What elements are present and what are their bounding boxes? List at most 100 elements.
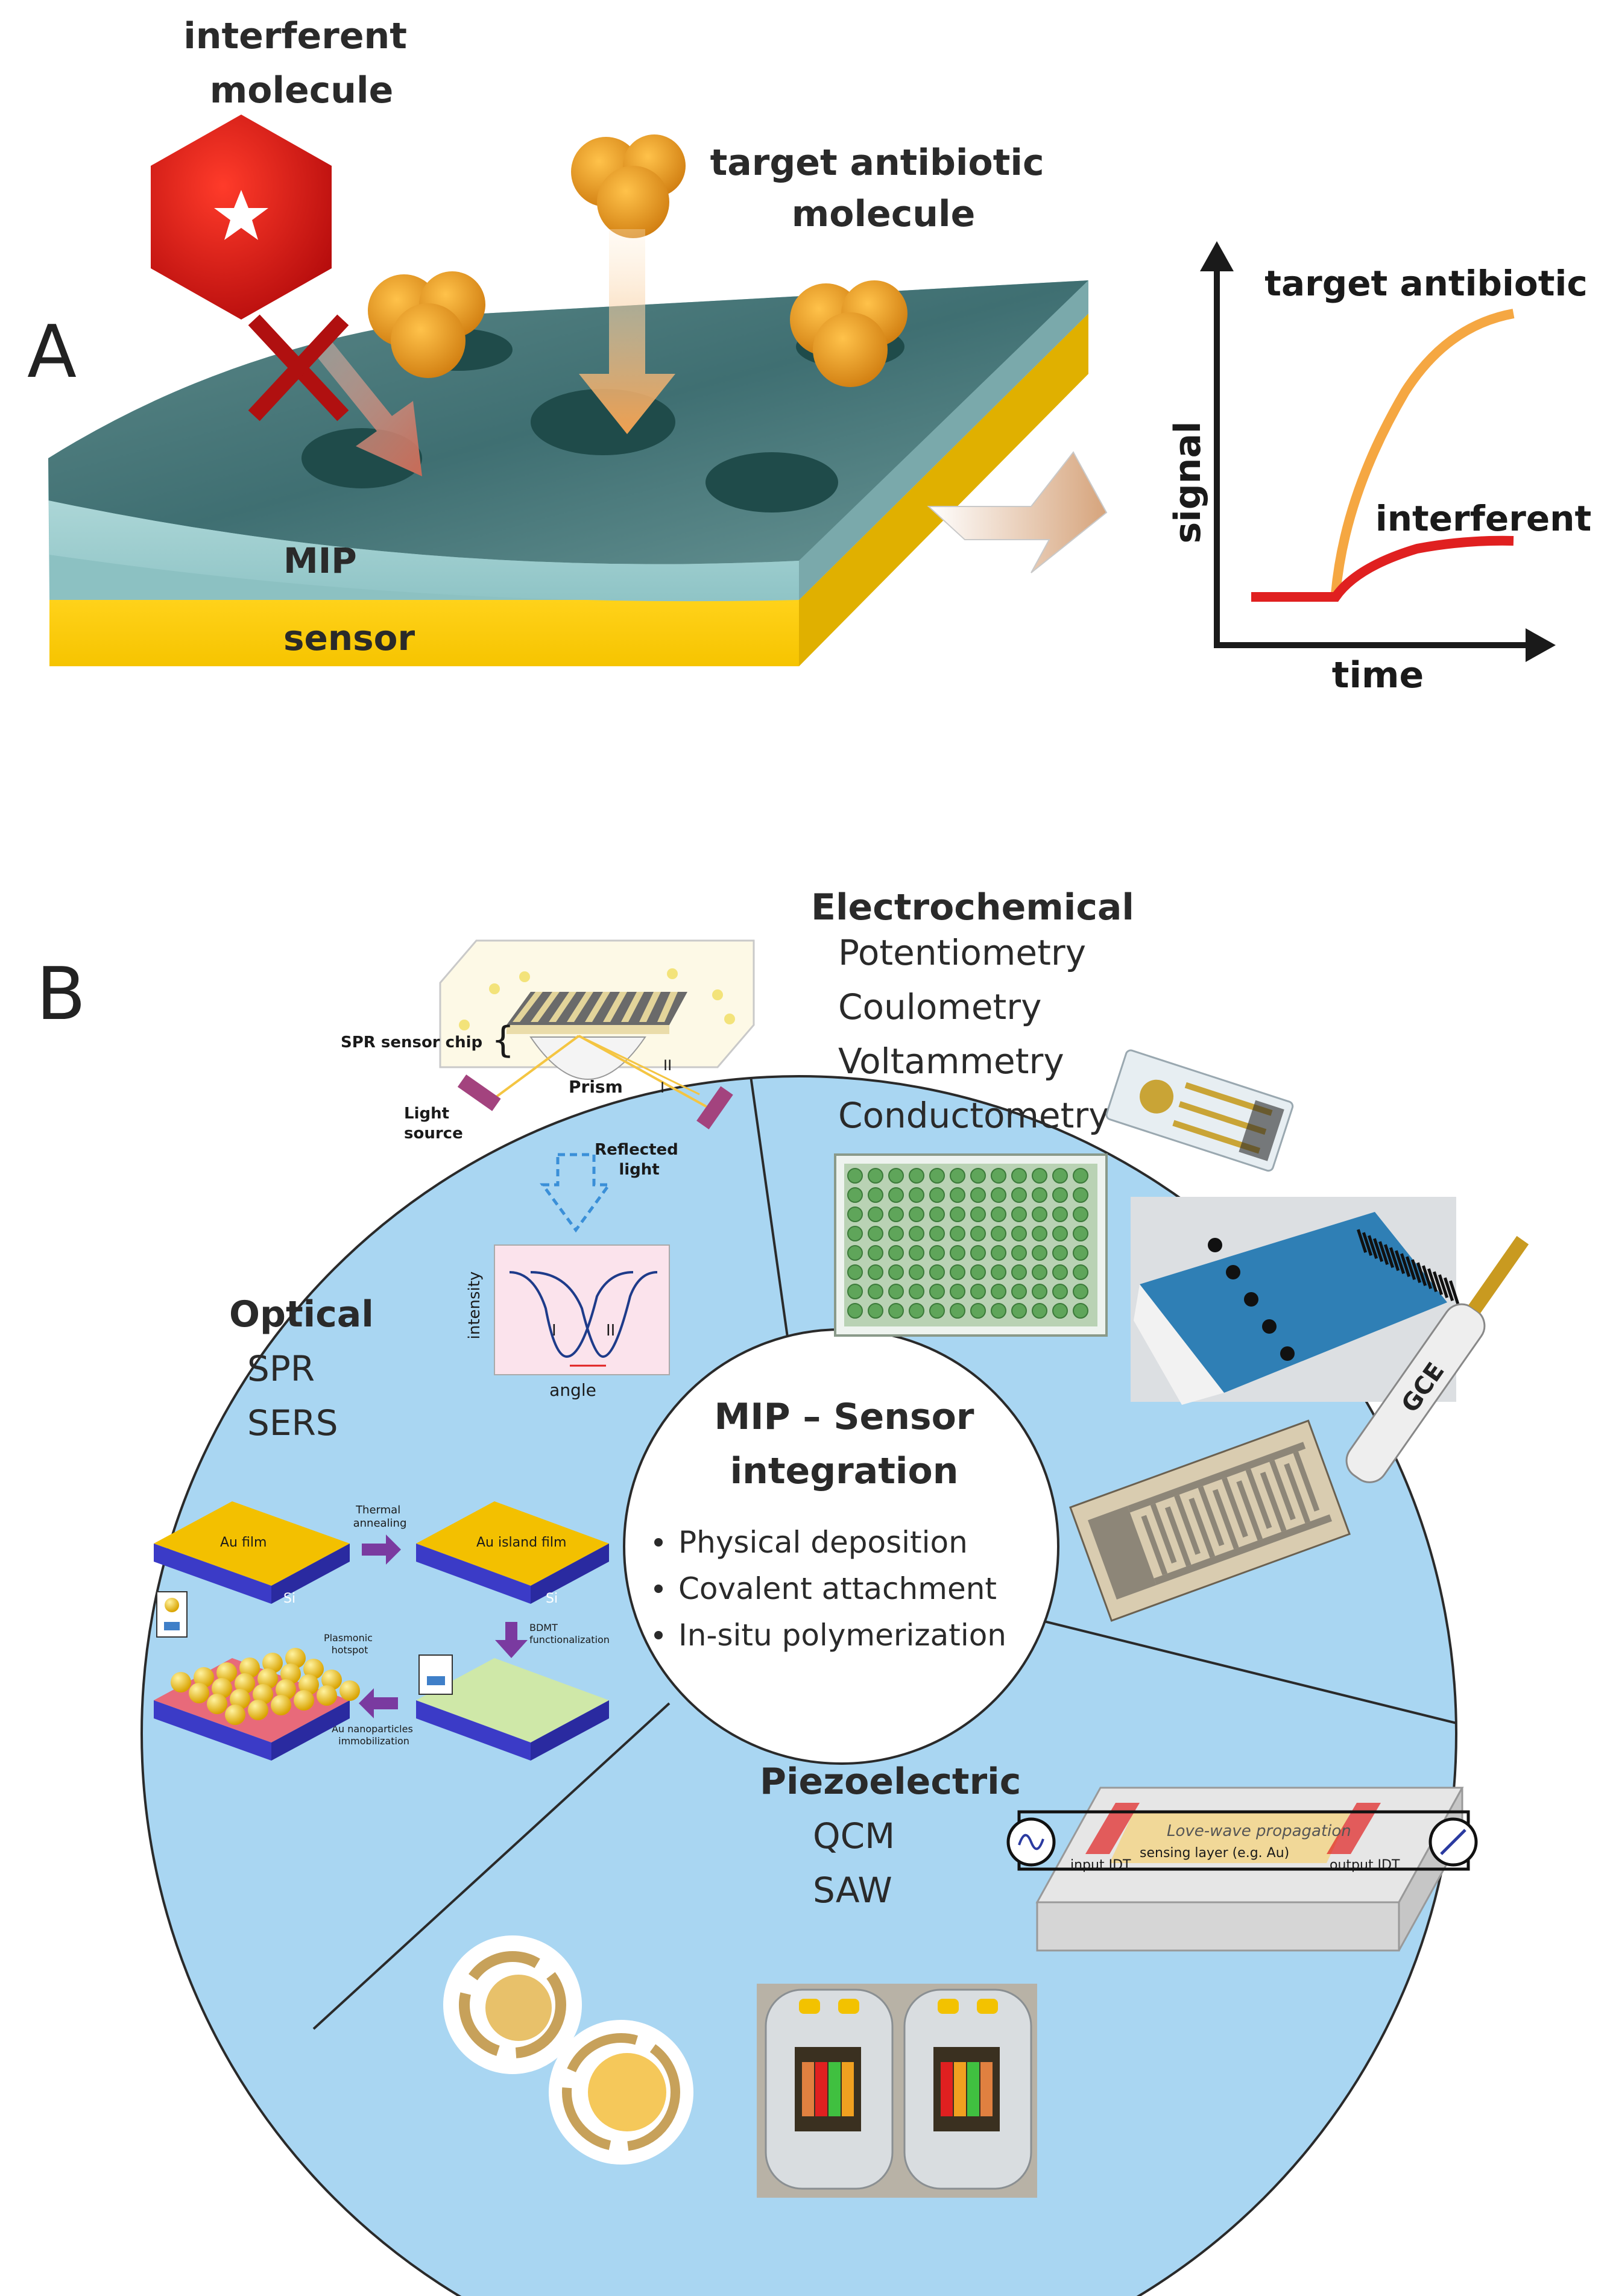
well: [1073, 1206, 1088, 1222]
bullet-physical: Physical deposition: [678, 1525, 968, 1560]
well: [888, 1226, 904, 1241]
immob-arrow-icon: [359, 1688, 398, 1718]
analyte-dot: [519, 971, 530, 982]
hotspot-label: Plasmonic hotspot: [324, 1632, 376, 1656]
finger: [1164, 1506, 1192, 1567]
connector-pin: [1400, 1253, 1411, 1278]
electrochemical-title: Electrochemical: [811, 886, 1134, 929]
connector-pin: [1362, 1232, 1373, 1257]
saw-input-label: input IDT: [1070, 1858, 1131, 1873]
interferent-molecule: [151, 115, 332, 320]
sers-schematic: Au film Si Thermal annealing Au island f…: [154, 1501, 610, 1761]
well: [1073, 1187, 1088, 1203]
grating-bar: [549, 992, 576, 1022]
nanoparticle: [280, 1664, 301, 1684]
well: [847, 1303, 863, 1319]
well: [929, 1264, 945, 1280]
nanoparticle: [303, 1659, 324, 1679]
well: [991, 1187, 1006, 1203]
plot-x-label: angle: [549, 1380, 596, 1400]
well: [1073, 1303, 1088, 1319]
nanoparticle: [225, 1705, 245, 1725]
well: [950, 1245, 965, 1261]
finger: [1198, 1486, 1225, 1547]
connector-pin: [1357, 1229, 1368, 1254]
sensor-label: sensor: [283, 617, 415, 658]
transfer-arrow: [927, 451, 1108, 573]
method-saw: SAW: [813, 1870, 892, 1911]
method-potentiometry: Potentiometry: [838, 932, 1086, 973]
well: [929, 1284, 945, 1299]
nanoparticle: [321, 1670, 342, 1690]
finger: [1212, 1489, 1239, 1550]
finger: [1222, 1477, 1248, 1538]
cross-icon: [248, 314, 349, 421]
well: [847, 1245, 863, 1261]
well: [929, 1168, 945, 1184]
thermal-label: Thermal annealing: [353, 1504, 407, 1530]
analyte-dot: [459, 1020, 470, 1030]
si-label-2: Si: [546, 1591, 558, 1606]
grating-bar: [603, 992, 627, 1022]
x-axis-arrowhead: [1526, 628, 1556, 662]
connector-pins: [1357, 1229, 1460, 1305]
nanoparticle: [194, 1667, 214, 1688]
well: [1011, 1226, 1027, 1241]
well: [1032, 1284, 1047, 1299]
well: [991, 1168, 1006, 1184]
well: [909, 1168, 924, 1184]
well: [1073, 1284, 1088, 1299]
saw-layer-label: sensing layer (e.g. Au): [1140, 1846, 1289, 1861]
reflected-light-label: Reflected light: [595, 1141, 684, 1179]
sensor-strip-colors: [802, 2062, 993, 2116]
nanoparticle: [262, 1653, 283, 1673]
immob-label: Au nanoparticles immobilization: [332, 1723, 416, 1747]
well: [1032, 1245, 1047, 1261]
connector-pin: [1432, 1271, 1444, 1296]
well: [991, 1245, 1006, 1261]
well: [1032, 1187, 1047, 1203]
well: [909, 1284, 924, 1299]
spr-curve-2: [530, 1271, 658, 1358]
connector-pin: [1373, 1238, 1384, 1263]
connector-pin: [1395, 1250, 1406, 1275]
y-axis-label: signal: [1167, 421, 1209, 544]
nanoparticle: [294, 1690, 314, 1711]
well: [950, 1303, 965, 1319]
analyte-dot: [489, 983, 500, 994]
grating-bar: [531, 992, 560, 1022]
grating-bar: [621, 992, 644, 1022]
light-source-label: Light source: [404, 1105, 463, 1143]
well: [950, 1206, 965, 1222]
nanoparticle: [317, 1685, 337, 1706]
nanoparticle: [171, 1672, 191, 1692]
bound-target-molecule: [790, 280, 908, 387]
plot-y-label: intensity: [466, 1272, 484, 1340]
well: [888, 1284, 904, 1299]
well: [888, 1264, 904, 1280]
anneal-arrow-icon: [362, 1534, 401, 1565]
finger: [1245, 1468, 1272, 1529]
well: [929, 1226, 945, 1241]
finger: [1293, 1451, 1320, 1512]
nanoparticle: [235, 1673, 255, 1694]
piezoelectric-sector: Piezoelectric QCM SAW Love-wave propagat…: [443, 1761, 1478, 2198]
well: [888, 1168, 904, 1184]
well: [1073, 1245, 1088, 1261]
connector-pin: [1438, 1274, 1449, 1299]
well: [1032, 1303, 1047, 1319]
finger: [1236, 1480, 1263, 1541]
well: [1052, 1264, 1068, 1280]
optical-sector: Optical SPR SERS SPR sen: [154, 939, 755, 1761]
well: [1073, 1226, 1088, 1241]
well: [970, 1245, 986, 1261]
nanoparticle: [216, 1662, 237, 1683]
cavity: [705, 452, 838, 512]
well: [868, 1303, 883, 1319]
panel-a: A MIP sensor: [27, 15, 1591, 696]
connector-pin: [1389, 1247, 1400, 1272]
well: [970, 1168, 986, 1184]
bullet-dot: [654, 1538, 663, 1547]
finger: [1188, 1497, 1216, 1558]
